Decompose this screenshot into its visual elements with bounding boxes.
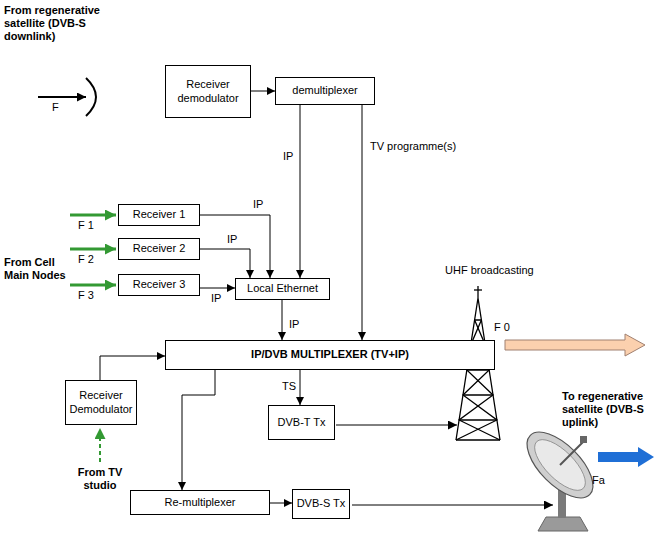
process-box: Receiver 3 xyxy=(118,274,200,296)
box-text-group: IP/DVB MULTIPLEXER (TV+IP) xyxy=(251,348,409,361)
downlink-dish xyxy=(86,78,96,116)
connector-arrow xyxy=(300,105,301,278)
uplink-arrow xyxy=(598,447,654,467)
uplink-dish xyxy=(516,421,604,531)
input-arrow xyxy=(70,214,116,217)
box-label: demultiplexer xyxy=(292,84,357,97)
box-text-group: Receiver Demodulator xyxy=(69,389,133,415)
box-label: IP/DVB MULTIPLEXER (TV+IP) xyxy=(251,348,409,361)
box-label: Receiver demodulator xyxy=(169,78,247,104)
box-text-group: Receiver 1 xyxy=(133,208,186,221)
annotation-label: Fa xyxy=(592,474,605,487)
signal-label: IP xyxy=(226,233,238,246)
box-label: Receiver 2 xyxy=(133,242,186,255)
annotation-label: To regenerative satellite (DVB-S uplink) xyxy=(562,390,656,430)
process-box: Receiver demodulator xyxy=(165,65,251,118)
downlink-arrow xyxy=(38,96,86,98)
connector-arrow xyxy=(282,300,283,340)
box-text-group: Receiver 2 xyxy=(133,242,186,255)
process-box: IP/DVB MULTIPLEXER (TV+IP) xyxy=(165,340,495,370)
box-label: Receiver 1 xyxy=(133,208,186,221)
annotation-label: F 2 xyxy=(78,253,94,266)
box-text-group: Local Ethernet xyxy=(247,282,318,295)
box-label: Receiver Demodulator xyxy=(69,389,133,415)
process-box: Receiver 1 xyxy=(118,204,200,226)
connector-arrow xyxy=(270,503,292,504)
annotation-label: F 1 xyxy=(78,219,94,232)
connector-arrow xyxy=(300,370,301,405)
box-label: Receiver 3 xyxy=(133,278,186,291)
process-box: DVB-S Tx xyxy=(292,489,350,519)
box-label: DVB-T Tx xyxy=(278,416,326,429)
studio-arrow xyxy=(99,428,101,462)
signal-label: TS xyxy=(281,380,297,393)
box-text-group: Receiver demodulator xyxy=(169,78,247,104)
process-box: demultiplexer xyxy=(275,77,375,105)
feed-line xyxy=(336,425,457,426)
signal-label: TV programme(s) xyxy=(369,140,457,153)
annotation-label: F 0 xyxy=(494,321,510,334)
box-text-group: Receiver 3 xyxy=(133,278,186,291)
annotation-label: F 3 xyxy=(78,289,94,302)
process-box: Receiver 2 xyxy=(118,238,200,260)
connector-arrow xyxy=(200,288,235,289)
box-label: Re-multiplexer xyxy=(165,496,236,509)
annotation-label: UHF broadcasting xyxy=(445,264,534,277)
input-arrow xyxy=(70,284,116,287)
connector-arrow xyxy=(251,91,275,92)
annotation-label: From Cell Main Nodes xyxy=(4,256,72,282)
annotation-label: From TV studio xyxy=(70,466,130,492)
annotation-label: From regenerative satellite (DVB-S downl… xyxy=(4,4,134,44)
box-label: Local Ethernet xyxy=(247,282,318,295)
connector-arrow xyxy=(200,215,270,278)
process-box: DVB-T Tx xyxy=(268,405,335,440)
input-arrow xyxy=(70,248,116,251)
box-label: DVB-S Tx xyxy=(297,497,346,510)
process-box: Re-multiplexer xyxy=(130,490,270,515)
connector-arrow xyxy=(100,356,165,380)
box-text-group: DVB-T Tx xyxy=(278,416,326,429)
process-box: Receiver Demodulator xyxy=(65,380,137,425)
signal-label: IP xyxy=(252,198,264,211)
signal-label: IP xyxy=(210,292,222,305)
connector-arrow xyxy=(182,370,215,490)
annotation-label: F xyxy=(52,101,59,114)
box-text-group: demultiplexer xyxy=(292,84,357,97)
feed-line xyxy=(352,505,553,506)
box-text-group: DVB-S Tx xyxy=(297,497,346,510)
connector-arrow xyxy=(362,105,363,340)
process-box: Local Ethernet xyxy=(235,278,330,300)
signal-label: IP xyxy=(288,318,300,331)
signal-label: IP xyxy=(282,150,294,163)
box-text-group: Re-multiplexer xyxy=(165,496,236,509)
uhf-arrow xyxy=(505,334,645,356)
connector-arrow xyxy=(200,249,250,278)
